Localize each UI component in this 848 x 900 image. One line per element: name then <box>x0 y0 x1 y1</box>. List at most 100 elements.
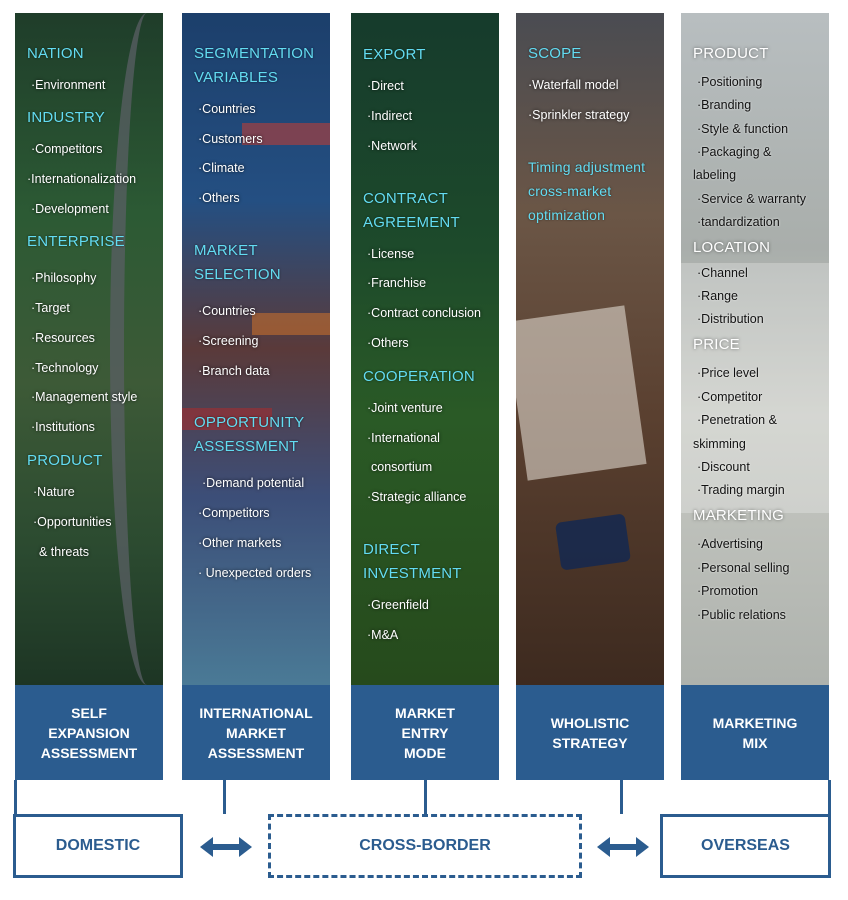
column-marketing-mix: PRODUCT ·Positioning ·Branding ·Style & … <box>681 13 829 685</box>
item-screening: ·Screening <box>198 334 259 348</box>
item-others: ·Others <box>198 191 240 205</box>
road-image <box>110 13 163 685</box>
label-international-market: INTERNATIONAL MARKET ASSESSMENT <box>182 685 330 780</box>
heading-segmentation: SEGMENTATION <box>194 45 315 62</box>
item-price-level: ·Price level <box>697 366 759 380</box>
connector-line <box>828 780 831 816</box>
item-service-warranty: ·Service & warranty <box>697 192 807 206</box>
phone-image <box>555 513 631 571</box>
item-consortium: consortium <box>371 460 433 474</box>
connector-line <box>620 780 623 814</box>
item-competitors: ·Competitors <box>31 142 103 156</box>
double-arrow-icon <box>597 837 649 857</box>
heading-investment: INVESTMENT <box>363 565 462 582</box>
item-nature: ·Nature <box>33 485 75 499</box>
item-penetration: ·Penetration & <box>697 413 777 427</box>
label-line: STRATEGY <box>552 734 628 751</box>
item-customers: ·Customers <box>198 132 263 146</box>
item-distribution: ·Distribution <box>697 312 764 326</box>
connector-line <box>14 780 17 816</box>
item-style-function: ·Style & function <box>697 122 789 136</box>
item-discount: ·Discount <box>697 460 750 474</box>
heading-agreement: AGREEMENT <box>363 214 460 231</box>
heading-selection: SELECTION <box>194 266 281 283</box>
label-line: MARKETING <box>712 714 798 731</box>
heading-cooperation: COOPERATION <box>363 368 475 385</box>
notebook-image <box>516 305 647 481</box>
column-self-expansion: NATION ·Environment INDUSTRY ·Competitor… <box>15 13 163 685</box>
item-demand-potential: ·Demand potential <box>202 476 305 490</box>
heading-market: MARKET <box>194 242 258 259</box>
item-direct: ·Direct <box>367 79 404 93</box>
connector-line <box>223 780 226 814</box>
label-line: ASSESSMENT <box>40 744 138 761</box>
column-international-market: SEGMENTATION VARIABLES ·Countries ·Custo… <box>182 13 330 685</box>
item-joint-venture: ·Joint venture <box>367 401 443 415</box>
heading-location: LOCATION <box>693 239 771 256</box>
item-branding: ·Branding <box>697 98 752 112</box>
item-contract-conclusion: ·Contract conclusion <box>367 306 481 320</box>
item-target: ·Target <box>31 301 70 315</box>
item-skimming: skimming <box>693 437 746 451</box>
item-threats: & threats <box>39 545 90 559</box>
item-indirect: ·Indirect <box>367 109 413 123</box>
heading-variables: VARIABLES <box>194 69 279 86</box>
signpost-image <box>252 313 330 335</box>
item-promotion: ·Promotion <box>697 584 759 598</box>
item-sprinkler-strategy: ·Sprinkler strategy <box>528 108 630 122</box>
item-range: ·Range <box>697 289 738 303</box>
item-development: ·Development <box>31 202 109 216</box>
signpost-image <box>182 408 272 430</box>
label-line: MODE <box>403 744 446 761</box>
label-marketing-mix: MARKETING MIX <box>681 685 829 780</box>
item-branch-data: ·Branch data <box>198 364 270 378</box>
signpost-image <box>242 123 330 145</box>
overseas-box: OVERSEAS <box>660 814 831 878</box>
domestic-box: DOMESTIC <box>13 814 183 878</box>
label-wholistic-strategy: WHOLISTIC STRATEGY <box>516 685 664 780</box>
banknote-image <box>681 263 829 513</box>
label-line: MARKET <box>395 704 455 721</box>
heading-nation: NATION <box>27 45 84 62</box>
heading-industry: INDUSTRY <box>27 109 105 126</box>
label-line: SELF <box>71 704 107 721</box>
item-philosophy: ·Philosophy <box>31 271 97 285</box>
item-other-markets: ·Other markets <box>198 536 282 550</box>
heading-contract: CONTRACT <box>363 190 448 207</box>
item-internationalization: ·Internationalization <box>27 172 137 186</box>
item-environment: ·Environment <box>31 78 106 92</box>
heading-export: EXPORT <box>363 46 426 63</box>
item-greenfield: ·Greenfield <box>367 598 429 612</box>
item-institutions: ·Institutions <box>31 420 95 434</box>
item-trading-margin: ·Trading margin <box>697 483 785 497</box>
item-positioning: ·Positioning <box>697 75 763 89</box>
label-line: ASSESSMENT <box>207 744 305 761</box>
label-line: MARKET <box>226 724 286 741</box>
heading-timing-adjustment: Timing adjustment <box>528 159 646 175</box>
item-strategic-alliance: ·Strategic alliance <box>367 490 467 504</box>
item-channel: ·Channel <box>697 266 748 280</box>
item-international: ·International <box>367 431 440 445</box>
item-technology: ·Technology <box>31 361 99 375</box>
item-labeling: labeling <box>693 168 737 182</box>
label-self-expansion: SELF EXPANSION ASSESSMENT <box>15 685 163 780</box>
item-franchise: ·Franchise <box>367 276 427 290</box>
heading-optimization: optimization <box>528 207 606 223</box>
connector-line <box>424 780 427 814</box>
item-competitors: ·Competitors <box>198 506 270 520</box>
item-standardization: ·tandardization <box>697 215 780 229</box>
item-management-style: ·Management style <box>31 390 138 404</box>
heading-direct: DIRECT <box>363 541 421 558</box>
column-market-entry: EXPORT ·Direct ·Indirect ·Network CONTRA… <box>351 13 499 685</box>
item-m-and-a: ·M&A <box>367 628 399 642</box>
item-advertising: ·Advertising <box>697 537 763 551</box>
label-market-entry: MARKET ENTRY MODE <box>351 685 499 780</box>
label-line: INTERNATIONAL <box>199 704 313 721</box>
item-others: ·Others <box>367 336 409 350</box>
item-resources: ·Resources <box>31 331 95 345</box>
double-arrow-icon <box>200 837 252 857</box>
heading-enterprise: ENTERPRISE <box>27 233 125 250</box>
item-license: ·License <box>367 247 415 261</box>
item-opportunities: ·Opportunities <box>33 515 112 529</box>
item-countries: ·Countries <box>198 102 256 116</box>
